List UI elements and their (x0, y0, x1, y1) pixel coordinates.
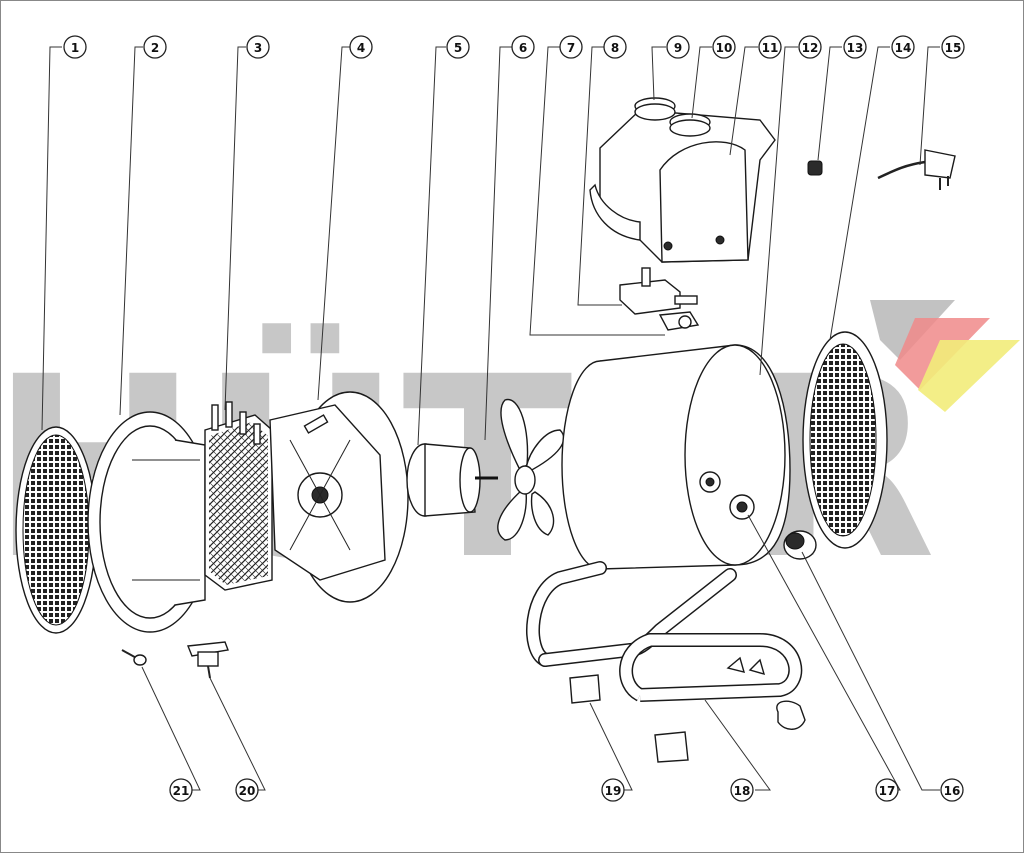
part-15-power-cord (877, 149, 956, 190)
callout-number: 12 (802, 41, 819, 55)
part-1-front-grille (15, 426, 97, 634)
callout-1: 1 (63, 35, 87, 59)
part-19-foot (569, 674, 806, 763)
part-13-nut (807, 160, 823, 176)
callout-8: 8 (603, 35, 627, 59)
callout-number: 2 (151, 41, 159, 55)
callout-number: 15 (945, 41, 962, 55)
part-21-sensor (121, 649, 147, 666)
brand-logo-mark (870, 300, 1020, 412)
callout-17: 17 (875, 778, 899, 802)
callout-number: 17 (879, 784, 896, 798)
callout-number: 20 (239, 784, 256, 798)
part-9-knob (634, 97, 676, 121)
part-17-bushing (729, 494, 755, 520)
part-16-knob (783, 530, 817, 560)
callout-10: 10 (712, 35, 736, 59)
callout-number: 5 (454, 41, 462, 55)
callout-number: 13 (847, 41, 864, 55)
callout-number: 14 (895, 41, 912, 55)
callout-16: 16 (940, 778, 964, 802)
callout-5: 5 (446, 35, 470, 59)
part-2-front-ring (87, 411, 213, 633)
callout-3: 3 (246, 35, 270, 59)
callout-15: 15 (941, 35, 965, 59)
callout-number: 19 (605, 784, 622, 798)
callout-6: 6 (511, 35, 535, 59)
part-18-stand-frame (526, 561, 803, 702)
callout-2: 2 (143, 35, 167, 59)
callout-number: 7 (567, 41, 575, 55)
callout-14: 14 (891, 35, 915, 59)
part-8-thermostat-switch (619, 267, 698, 315)
part-6-fan-blade (497, 398, 565, 541)
callout-number: 8 (611, 41, 619, 55)
callout-number: 9 (674, 41, 682, 55)
callout-number: 21 (173, 784, 190, 798)
part-10-knob (669, 113, 711, 137)
callout-11: 11 (758, 35, 782, 59)
part-4-fan-housing (269, 391, 409, 603)
callout-18: 18 (730, 778, 754, 802)
callout-20: 20 (235, 778, 259, 802)
callout-13: 13 (843, 35, 867, 59)
callout-number: 16 (944, 784, 961, 798)
part-14-rear-grille (802, 331, 888, 549)
callout-21: 21 (169, 778, 193, 802)
part-5-motor (406, 443, 498, 517)
part-12-body-cylinder (561, 344, 791, 570)
callout-number: 1 (71, 41, 79, 55)
part-20-thermal-fuse (187, 641, 229, 679)
callout-19: 19 (601, 778, 625, 802)
callout-number: 6 (519, 41, 527, 55)
part-3-heating-element (204, 401, 273, 591)
callout-number: 3 (254, 41, 262, 55)
callout-9: 9 (666, 35, 690, 59)
callout-number: 4 (357, 41, 365, 55)
callout-4: 4 (349, 35, 373, 59)
callout-number: 10 (716, 41, 733, 55)
callout-7: 7 (559, 35, 583, 59)
part-11-control-panel (589, 109, 776, 263)
part-7-switch-contacts (658, 311, 700, 331)
callout-number: 18 (734, 784, 751, 798)
callout-12: 12 (798, 35, 822, 59)
leader-lines (41, 46, 940, 791)
callout-number: 11 (762, 41, 779, 55)
